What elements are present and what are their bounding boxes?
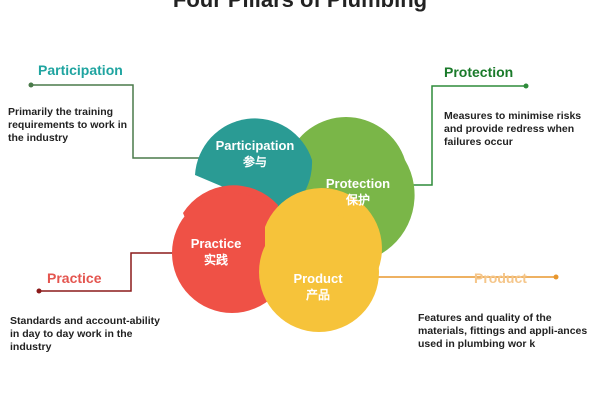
protection-connector-dot bbox=[523, 83, 529, 89]
participation-connector bbox=[31, 84, 200, 159]
practice-title: Practice bbox=[47, 270, 102, 286]
product-label-zh: 产品 bbox=[305, 288, 330, 302]
protection-description: Measures to minimise risks and provide r… bbox=[444, 110, 582, 148]
practice-label-zh: 实践 bbox=[203, 253, 228, 267]
protection-circle-label: Protection 保护 bbox=[308, 175, 408, 209]
participation-circle-label: Participation 参与 bbox=[205, 137, 305, 171]
product-petal-body bbox=[259, 212, 379, 332]
product-description: Features and quality of the materials, f… bbox=[418, 312, 588, 350]
practice-description: Standards and account-ability in day to … bbox=[10, 315, 160, 353]
participation-petal bbox=[195, 118, 313, 213]
participation-label-zh: 参与 bbox=[242, 155, 267, 169]
practice-connector bbox=[39, 252, 178, 292]
participation-description: Primarily the training requirements to w… bbox=[8, 106, 128, 144]
diagram-title: Four Pillars of Plumbing bbox=[0, 0, 600, 13]
practice-connector-dot bbox=[36, 288, 42, 294]
practice-circle-label: Practice 实践 bbox=[166, 235, 266, 269]
product-circle-label: Product 产品 bbox=[268, 270, 368, 304]
protection-title: Protection bbox=[444, 64, 514, 80]
practice-label-en: Practice bbox=[190, 236, 242, 251]
protection-label-en: Protection bbox=[325, 176, 391, 191]
participation-label-en: Participation bbox=[215, 138, 295, 153]
product-title: Product bbox=[474, 270, 527, 286]
protection-label-zh: 保护 bbox=[345, 193, 370, 207]
product-label-en: Product bbox=[293, 271, 343, 286]
participation-title: Participation bbox=[38, 62, 123, 78]
product-connector-dot bbox=[553, 274, 559, 280]
participation-connector-dot bbox=[28, 82, 34, 88]
